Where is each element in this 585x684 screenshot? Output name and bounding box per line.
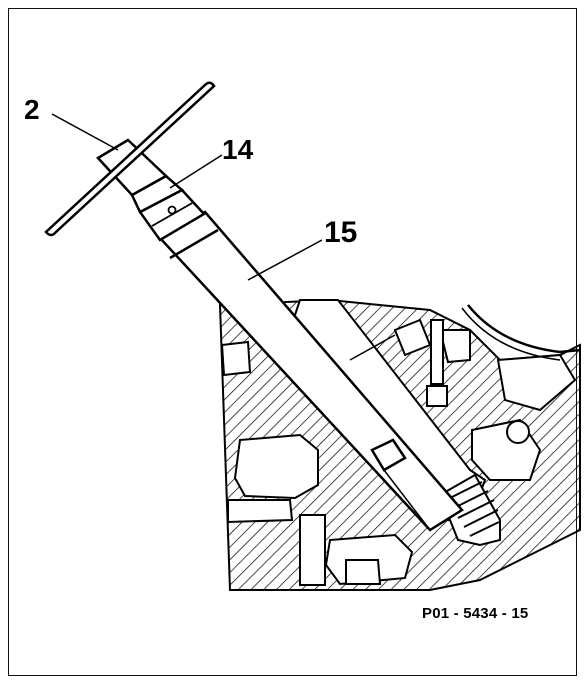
thread [438, 473, 501, 547]
figure-frame [8, 8, 577, 676]
callout-15: 15 [324, 216, 358, 249]
stud [426, 319, 448, 407]
leader-lines [51, 113, 323, 281]
puller-assembly [44, 81, 464, 532]
callout-2: 2 [24, 94, 40, 125]
figure-reference: P01 - 5434 - 15 [422, 605, 529, 622]
callout-14: 14 [222, 134, 254, 165]
